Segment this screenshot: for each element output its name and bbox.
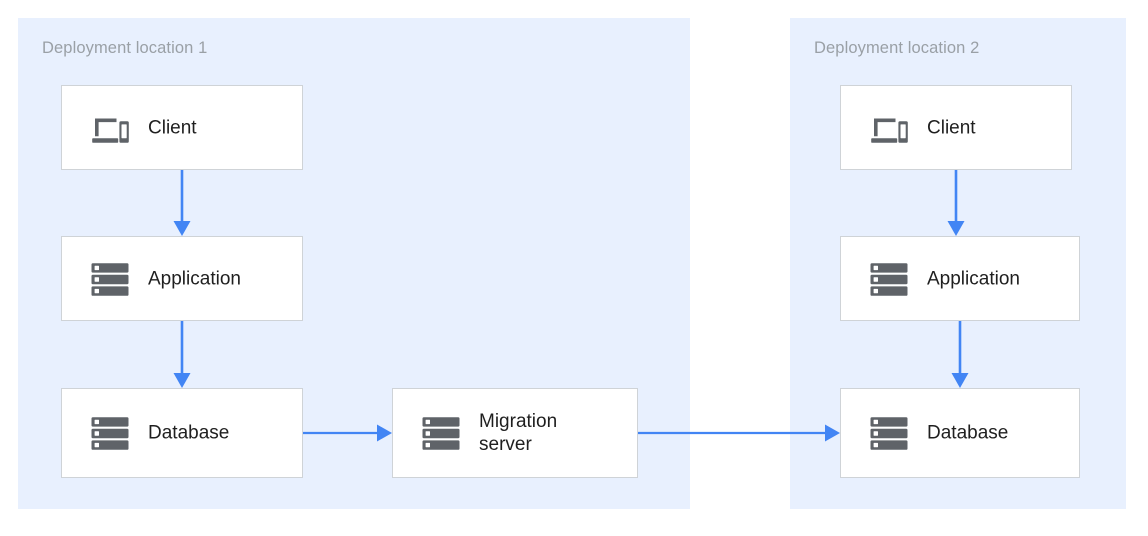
server-rack-icon — [869, 260, 908, 298]
node-client-2[interactable]: Client — [840, 85, 1072, 170]
server-rack-icon — [869, 414, 908, 452]
node-migration-server[interactable]: Migration server — [392, 388, 638, 478]
node-label-application-1: Application — [148, 267, 241, 289]
region-label-deployment-location-2: Deployment location 2 — [814, 39, 980, 57]
node-client-1[interactable]: Client — [61, 85, 303, 170]
client-devices-icon — [869, 109, 908, 147]
node-database-2[interactable]: Database — [840, 388, 1080, 478]
server-rack-icon — [90, 260, 129, 298]
node-label-migration-server: Migration server — [479, 410, 558, 455]
client-devices-icon — [90, 109, 129, 147]
node-application-1[interactable]: Application — [61, 236, 303, 321]
node-label-application-2: Application — [927, 267, 1020, 289]
node-label-database-1: Database — [148, 422, 230, 444]
region-label-deployment-location-1: Deployment location 1 — [42, 39, 208, 57]
node-application-2[interactable]: Application — [840, 236, 1080, 321]
server-rack-icon — [90, 414, 129, 452]
server-rack-icon — [421, 414, 460, 452]
node-database-1[interactable]: Database — [61, 388, 303, 478]
node-label-database-2: Database — [927, 422, 1009, 444]
node-label-client-2: Client — [927, 116, 976, 138]
node-label-client-1: Client — [148, 116, 197, 138]
